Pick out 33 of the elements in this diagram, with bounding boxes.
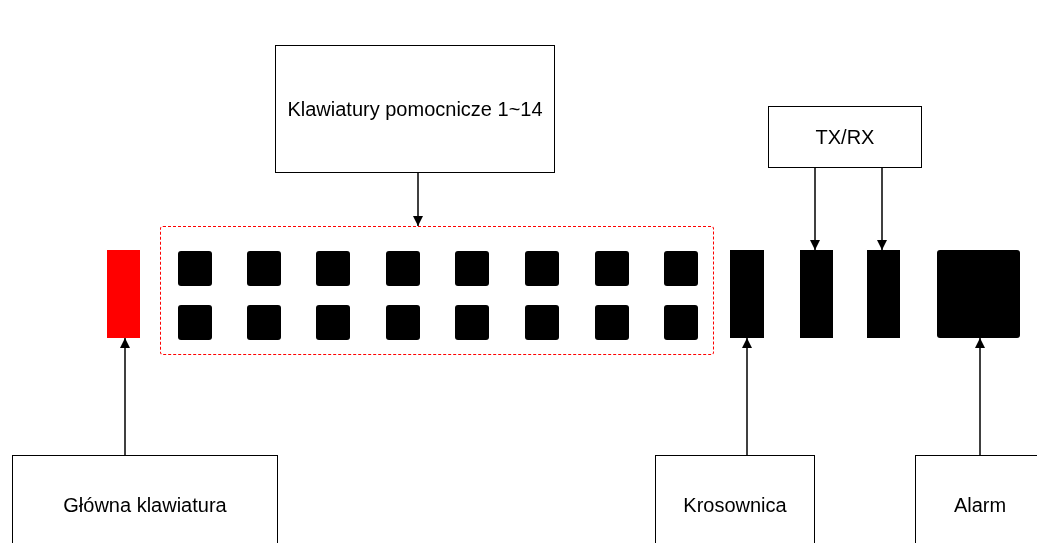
connector-port <box>316 305 350 340</box>
connector-port <box>664 251 698 286</box>
port-slot <box>107 250 140 338</box>
connector-port <box>247 251 281 286</box>
leader-arrow <box>413 172 423 227</box>
connector-port <box>525 251 559 286</box>
port-slot <box>730 250 764 338</box>
connector-port <box>386 251 420 286</box>
leader-arrow <box>975 337 985 456</box>
callout-box: Główna klawiatura <box>12 455 278 543</box>
connector-port <box>316 251 350 286</box>
connector-port <box>525 305 559 340</box>
connector-port <box>178 305 212 340</box>
connector-port <box>247 305 281 340</box>
leader-arrow <box>742 337 752 456</box>
connector-port <box>455 305 489 340</box>
connector-port <box>595 251 629 286</box>
callout-box: Krosownica <box>655 455 815 543</box>
port-group-outline <box>160 226 714 355</box>
connector-port <box>455 251 489 286</box>
connector-port <box>178 251 212 286</box>
leader-arrow <box>877 167 887 251</box>
leader-arrow <box>120 337 130 456</box>
connector-port <box>386 305 420 340</box>
callout-box: Klawiatury pomocnicze 1~14 <box>275 45 555 173</box>
port-slot <box>867 250 900 338</box>
leader-arrow <box>810 167 820 251</box>
port-slot <box>800 250 833 338</box>
connector-port <box>937 250 1020 338</box>
connector-port <box>664 305 698 340</box>
callout-box: Alarm <box>915 455 1037 543</box>
callout-box: TX/RX <box>768 106 922 168</box>
connector-port <box>595 305 629 340</box>
